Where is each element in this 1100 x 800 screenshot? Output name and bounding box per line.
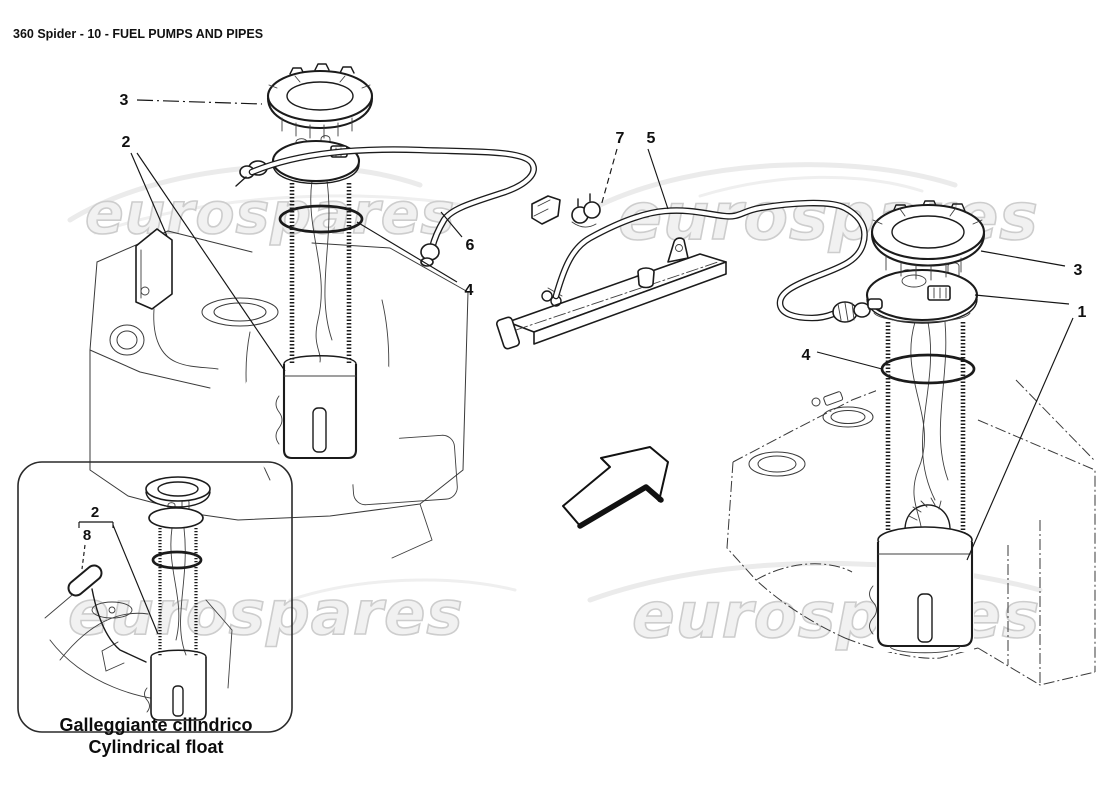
left-oring-seal — [278, 204, 364, 234]
right-fuel-tank-drawing — [726, 379, 1096, 686]
car-silhouette-watermark — [597, 162, 958, 208]
direction-arrow — [562, 446, 669, 529]
right-pump-flange — [865, 262, 979, 324]
callout-right-ring-nut: 3 — [1074, 262, 1083, 279]
callout-delivery-pipe: 5 — [647, 130, 656, 147]
fuel-level-sender-bracket — [135, 228, 219, 370]
inset-caption-italian: Galleggiante cilindrico — [59, 715, 252, 735]
callout-hose: 6 — [466, 237, 475, 254]
fuel-delivery-pipe — [552, 199, 881, 323]
callout-pipe-clamp: 7 — [616, 130, 625, 147]
left-pump-assembly-drawing — [235, 63, 537, 490]
callout-right-oring: 4 — [802, 347, 811, 364]
rail-mounting-tab — [667, 237, 689, 263]
car-silhouette-watermark — [93, 194, 472, 235]
inset-oring-seal — [151, 550, 203, 570]
pipe-clamps — [531, 193, 601, 228]
injector-port — [637, 267, 655, 289]
left-ring-nut — [266, 63, 374, 139]
watermark-text: eurospares — [632, 579, 1040, 652]
right-ring-nut — [870, 200, 986, 281]
page-title: 360 Spider - 10 - FUEL PUMPS AND PIPES — [13, 27, 263, 41]
callout-left-oring: 4 — [465, 282, 474, 299]
car-silhouette-watermark — [288, 578, 517, 602]
fuel-rail-drawing — [495, 237, 727, 350]
cylindrical-float — [67, 564, 147, 663]
inset-cylindrical-float — [17, 461, 293, 733]
watermark-text: eurospares — [85, 181, 455, 247]
right-pump-assembly-drawing — [865, 200, 986, 654]
fuel-hose — [248, 146, 537, 267]
inset-caption-english: Cylindrical float — [88, 737, 223, 757]
callout-right-pump-assembly: 1 — [1078, 304, 1087, 321]
callout-left-sender: 2 — [122, 134, 131, 151]
inset-border — [17, 461, 293, 733]
car-silhouette-watermark — [698, 175, 924, 198]
callout-left-ring-nut: 3 — [120, 92, 129, 109]
inset-ring-nut — [145, 476, 211, 502]
left-pump-body — [275, 355, 358, 460]
watermark-text: eurospares — [68, 578, 464, 649]
right-pump-body — [869, 526, 974, 654]
callout-inset-group: 2 — [91, 504, 99, 521]
callout-inset-float: 8 — [83, 527, 91, 544]
leader-lines — [78, 99, 1074, 635]
